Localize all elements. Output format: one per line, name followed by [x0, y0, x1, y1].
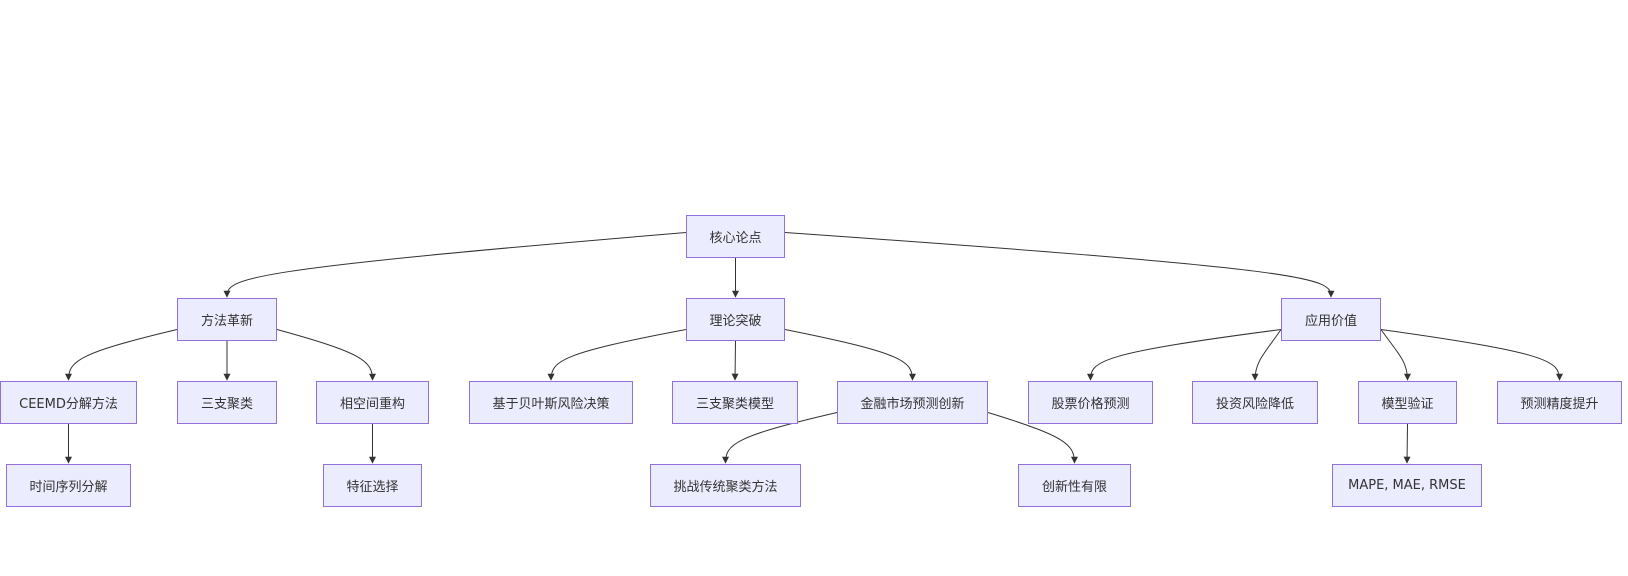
node-limited-innovation: 创新性有限: [1018, 464, 1131, 507]
node-bayesian-risk-decision: 基于贝叶斯风险决策: [469, 381, 633, 424]
edge-n-b2c2-to-n-b2c2g0: [1403, 423, 1411, 464]
node-accuracy-improvement: 预测精度提升: [1497, 381, 1622, 424]
edge-n-b1-to-n-b1c2: [784, 329, 916, 381]
root-node: 核心论点: [686, 215, 785, 258]
node-error-metrics: MAPE, MAE, RMSE: [1332, 464, 1482, 507]
edge-n-b1c2-to-n-b1c2g0: [722, 412, 838, 464]
node-ceemd-decomposition: CEEMD分解方法: [0, 381, 137, 424]
node-feature-selection: 特征选择: [323, 464, 422, 507]
edge-n-b2-to-n-b2c0: [1087, 329, 1282, 381]
edge-n-b1-to-n-b1c0: [547, 329, 687, 381]
node-stock-price-prediction: 股票价格预测: [1028, 381, 1153, 424]
node-three-way-clustering: 三支聚类: [177, 381, 277, 424]
edge-n-b2-to-n-b2c3: [1380, 329, 1563, 381]
node-three-way-clustering-model: 三支聚类模型: [672, 381, 798, 424]
node-challenge-traditional-clustering: 挑战传统聚类方法: [650, 464, 801, 507]
node-model-validation: 模型验证: [1358, 381, 1457, 424]
edge-n-b2-to-n-b2c1: [1251, 329, 1282, 381]
edge-n-b2-to-n-b2c2: [1380, 329, 1411, 381]
node-phase-space-reconstruction: 相空间重构: [316, 381, 429, 424]
edge-n-b1c2-to-n-b1c2g1: [987, 412, 1078, 464]
branch-node-method-innovation: 方法革新: [177, 298, 277, 341]
node-financial-forecast-innovation: 金融市场预测创新: [837, 381, 988, 424]
edge-n-b0-to-n-b0c0: [65, 329, 178, 381]
node-investment-risk-reduction: 投资风险降低: [1192, 381, 1318, 424]
edge-n-b1-to-n-b1c1: [731, 340, 739, 381]
edge-n-root-to-n-b2: [784, 232, 1335, 298]
branch-node-application-value: 应用价值: [1281, 298, 1381, 341]
branch-node-theory-breakthrough: 理论突破: [686, 298, 785, 341]
node-time-series-decomposition: 时间序列分解: [6, 464, 131, 507]
edge-n-b0-to-n-b0c2: [276, 329, 376, 381]
edge-n-root-to-n-b0: [223, 232, 687, 298]
